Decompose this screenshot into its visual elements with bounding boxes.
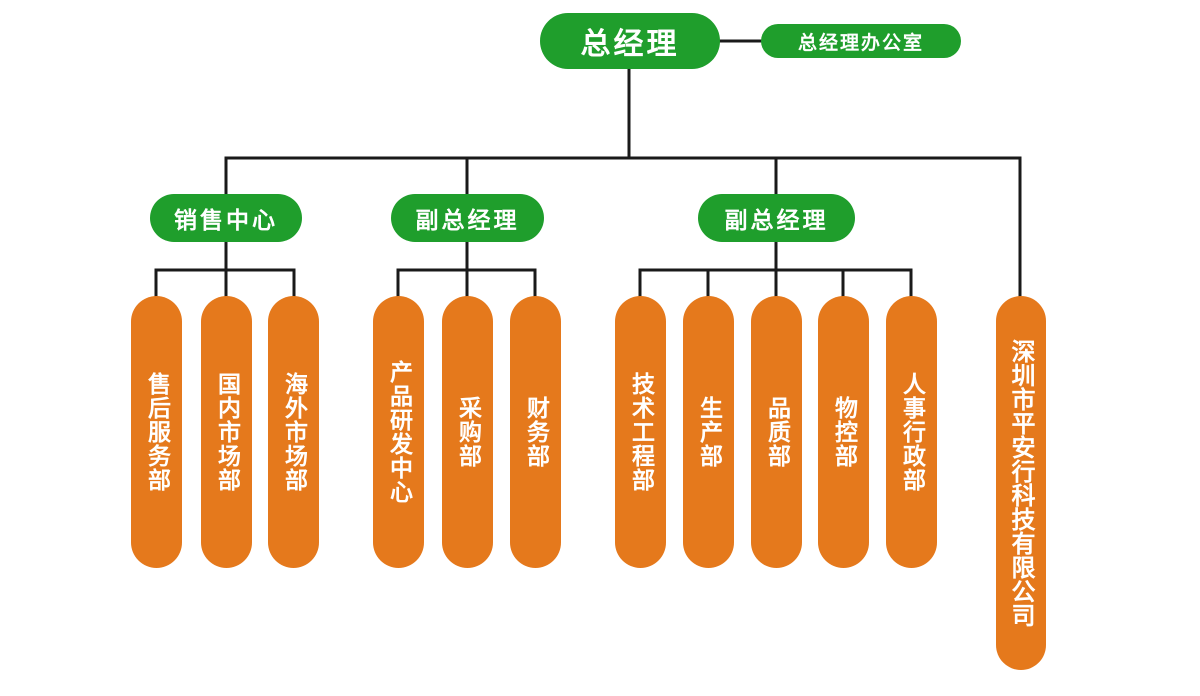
node-domestic-market-dept: 国内市场部 bbox=[201, 296, 252, 568]
node-sales-center: 销售中心 bbox=[150, 194, 302, 242]
node-vice-gm-1: 副总经理 bbox=[391, 194, 544, 242]
node-engineering-dept: 技术工程部 bbox=[615, 296, 666, 568]
node-purchasing-dept: 采购部 bbox=[442, 296, 493, 568]
node-subsidiary-company: 深圳市平安行科技有限公司 bbox=[996, 296, 1046, 670]
node-general-manager-office: 总经理办公室 bbox=[761, 24, 961, 58]
node-production-dept: 生产部 bbox=[683, 296, 734, 568]
node-hr-admin-dept: 人事行政部 bbox=[886, 296, 937, 568]
node-overseas-market-dept: 海外市场部 bbox=[268, 296, 319, 568]
node-quality-dept: 品质部 bbox=[751, 296, 802, 568]
node-after-sales-dept: 售后服务部 bbox=[131, 296, 182, 568]
node-finance-dept: 财务部 bbox=[510, 296, 561, 568]
node-material-control-dept: 物控部 bbox=[818, 296, 869, 568]
node-vice-gm-2: 副总经理 bbox=[698, 194, 855, 242]
node-general-manager: 总经理 bbox=[540, 13, 720, 69]
node-rd-center: 产品研发中心 bbox=[373, 296, 424, 568]
